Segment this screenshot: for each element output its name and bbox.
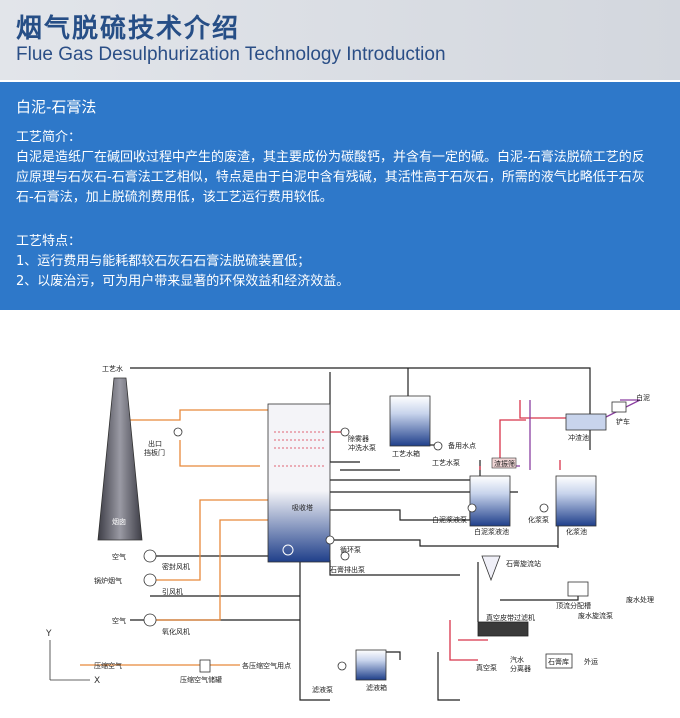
section-title: 白泥-石膏法 bbox=[16, 98, 97, 116]
label-air-1: 空气 bbox=[112, 552, 126, 561]
top-distributor-box bbox=[567, 581, 589, 597]
label-wastewater-treatment: 废水处理 bbox=[626, 595, 654, 604]
label-standby-water: 备用水点 bbox=[448, 441, 476, 450]
label-vacuum-filter: 真空皮带过滤机 bbox=[486, 613, 535, 622]
label-compressed-air: 压缩空气 bbox=[94, 661, 122, 670]
label-vacuum-pump: 真空泵 bbox=[476, 663, 497, 672]
label-gypsum-cyclone: 石膏旋流站 bbox=[506, 559, 541, 568]
axis-indicator bbox=[49, 640, 90, 681]
shovel-icon bbox=[611, 401, 627, 413]
intro-line: 白泥是造纸厂在碱回收过程中产生的废渣，其主要成份为碳酸钙，并含有一定的碱。白泥-… bbox=[16, 150, 645, 165]
gas-pipes bbox=[80, 409, 268, 666]
label-top-distributor: 顶流分配槽 bbox=[556, 601, 591, 610]
process-flow-diagram: 烟囱 吸收塔 bbox=[45, 364, 654, 701]
air-tank-icon bbox=[199, 659, 211, 673]
label-wastewater-pump: 废水旋流泵 bbox=[578, 611, 613, 620]
label-seal-fan: 密封风机 bbox=[162, 562, 190, 571]
label-slurry-station: 冲渣池 bbox=[568, 433, 589, 442]
label-process-pump: 工艺水泵 bbox=[432, 458, 460, 467]
label-mixer: 渣振筛 bbox=[494, 459, 515, 468]
absorber-label: 吸收塔 bbox=[292, 503, 313, 512]
mixer-box bbox=[491, 457, 517, 469]
feature-item: 2、以废治污，可为用户带来显著的环保效益和经济效益。 bbox=[16, 274, 350, 289]
label-white-mud: 白泥 bbox=[636, 393, 650, 402]
label-oxidation-fan: 氧化风机 bbox=[162, 627, 190, 636]
label-filtrate-pump: 滤液泵 bbox=[312, 685, 333, 694]
intro-line: 应原理与石灰石-石膏法工艺相似，特点是由于白泥中含有残碱，其活性高于石灰石，所需… bbox=[16, 170, 645, 185]
features-heading: 工艺特点： bbox=[16, 234, 82, 249]
label-chem-tank: 化浆池 bbox=[566, 527, 587, 536]
label-outbound: 外运 bbox=[584, 657, 598, 666]
axis-x-label: X bbox=[94, 676, 100, 686]
filtrate-tank bbox=[355, 649, 387, 681]
label-air-tank: 压缩空气储罐 bbox=[180, 675, 222, 684]
label-shovel: 铲车 bbox=[616, 417, 630, 426]
label-mud-slurry-pump: 白泥浆液泵 bbox=[432, 515, 467, 524]
chimney-label: 烟囱 bbox=[112, 517, 126, 526]
label-boiler-gas: 锅炉烟气 bbox=[94, 576, 122, 585]
intro-heading: 工艺简介： bbox=[16, 130, 82, 145]
fans bbox=[143, 549, 157, 627]
axis-y-label: Y bbox=[45, 629, 52, 639]
label-demister-2: 冲洗水泵 bbox=[348, 443, 376, 452]
label-steam-separator-2: 分离器 bbox=[510, 664, 531, 673]
absorber-tower bbox=[267, 403, 331, 563]
label-chem-pump: 化浆泵 bbox=[528, 515, 549, 524]
label-induced-fan: 引风机 bbox=[162, 587, 183, 596]
label-gypsum-store: 石膏库 bbox=[548, 657, 569, 666]
feature-item: 1、运行费用与能耗都较石灰石石膏法脱硫装置低； bbox=[16, 254, 311, 269]
label-air-points: 各压缩空气用点 bbox=[242, 661, 291, 670]
label-outlet-damper-2: 挡板门 bbox=[144, 448, 165, 457]
label-process-tank: 工艺水箱 bbox=[392, 449, 420, 458]
label-steam-separator-1: 汽水 bbox=[510, 655, 524, 664]
page-title-en: Flue Gas Desulphurization Technology Int… bbox=[16, 44, 446, 65]
gypsum-store-box bbox=[545, 653, 573, 669]
induced-fan-icon bbox=[143, 573, 157, 587]
label-filtrate-tank: 滤液箱 bbox=[366, 683, 387, 692]
seal-fan-icon bbox=[143, 549, 157, 563]
page-title-cn: 烟气脱硫技术介绍 bbox=[16, 14, 241, 44]
pumps bbox=[173, 427, 549, 671]
process-water-tank bbox=[389, 395, 431, 447]
diagram-labels: 工艺水 白泥 出口 挡板门 除雾器 冲洗水泵 工艺水箱 工艺水泵 备用水点 冲渣… bbox=[94, 364, 654, 694]
process-diagram-area: 烟囱 吸收塔 bbox=[0, 312, 680, 714]
page-header: 烟气脱硫技术介绍 Flue Gas Desulphurization Techn… bbox=[0, 0, 680, 80]
slurry-pool bbox=[565, 413, 607, 431]
agitator-icon bbox=[282, 544, 294, 556]
label-mud-slurry-tank: 白泥浆液池 bbox=[474, 527, 509, 536]
gypsum-cyclone-shape bbox=[481, 555, 501, 582]
intro-line: 石-石膏法，加上脱硫剂费用低，该工艺运行费用较低。 bbox=[16, 190, 333, 205]
label-outlet-damper-1: 出口 bbox=[148, 439, 162, 448]
oxidation-fan-icon bbox=[143, 613, 157, 627]
label-circulation-pump: 循环泵 bbox=[340, 545, 361, 554]
label-process-water: 工艺水 bbox=[102, 364, 123, 373]
label-air-2: 空气 bbox=[112, 616, 126, 625]
chem-tank bbox=[555, 475, 597, 527]
label-gypsum-pump: 石膏排出泵 bbox=[330, 565, 365, 574]
vacuum-belt-filter bbox=[477, 621, 529, 637]
label-demister-1: 除雾器 bbox=[348, 434, 369, 443]
spray-layers bbox=[274, 431, 326, 467]
chimney-shape bbox=[97, 377, 143, 541]
white-mud-slurry-tank bbox=[469, 475, 511, 527]
description-panel: 白泥-石膏法 工艺简介： 白泥是造纸厂在碱回收过程中产生的废渣，其主要成份为碳酸… bbox=[0, 82, 680, 310]
